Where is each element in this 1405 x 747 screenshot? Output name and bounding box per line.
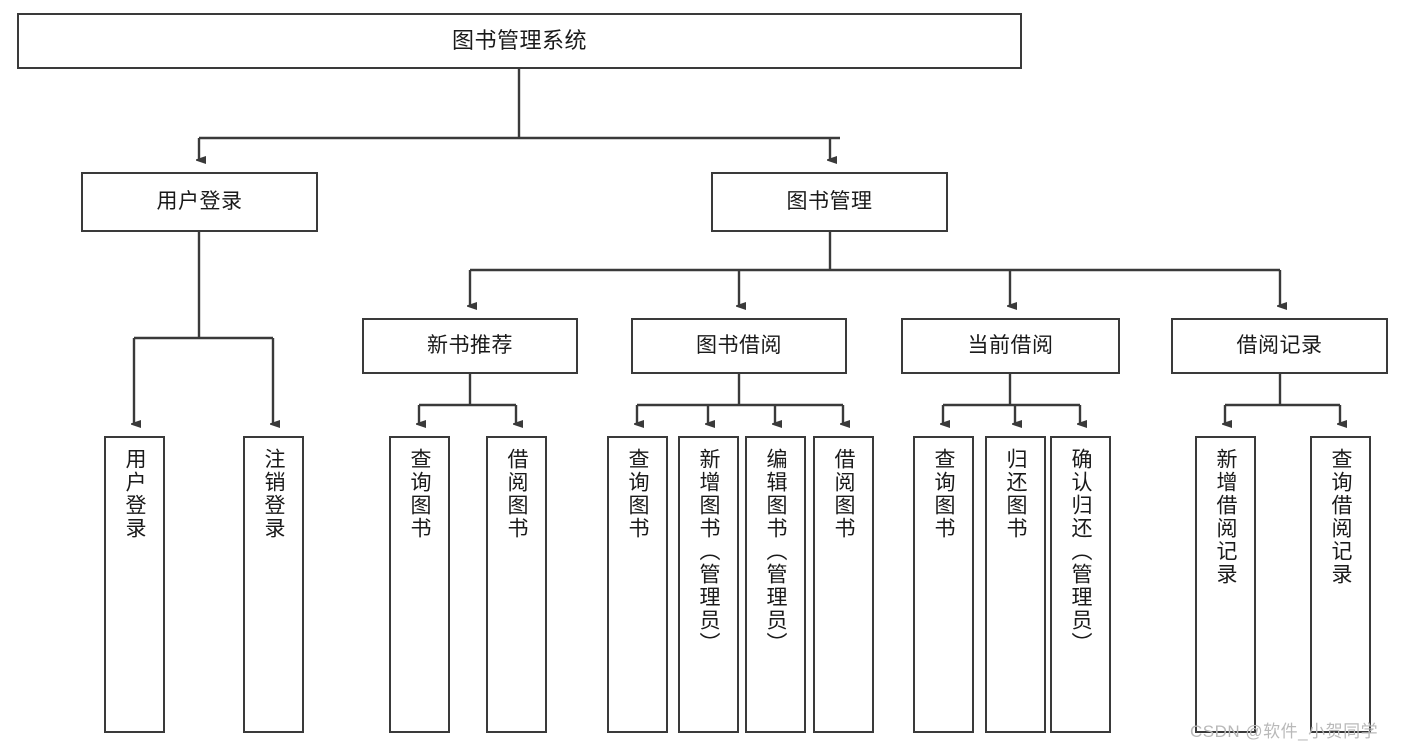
node-leaf-br-add-record-label: 新增借阅记录 [1214,448,1238,586]
node-leaf-bb-borrow-book-label: 借阅图书 [832,448,856,540]
node-leaf-rec-query-book[interactable]: 查询图书 [389,436,450,733]
node-borrow-record[interactable]: 借阅记录 [1171,318,1388,374]
node-current-borrow-label: 当前借阅 [967,333,1054,357]
node-book-borrow[interactable]: 图书借阅 [631,318,847,374]
node-leaf-bb-add-book-label: 新增图书（管理员） [697,448,721,655]
node-current-borrow[interactable]: 当前借阅 [901,318,1120,374]
csdn-watermark: CSDN @软件_小贺同学 [1190,722,1379,741]
node-leaf-cb-query-book[interactable]: 查询图书 [913,436,974,733]
node-new-book-rec[interactable]: 新书推荐 [362,318,578,374]
node-user-login[interactable]: 用户登录 [81,172,318,232]
node-leaf-cb-return-book[interactable]: 归还图书 [985,436,1046,733]
node-leaf-cb-return-book-label: 归还图书 [1004,448,1028,540]
node-leaf-rec-query-book-label: 查询图书 [408,448,432,540]
node-leaf-bb-query-book-label: 查询图书 [626,448,650,540]
node-book-borrow-label: 图书借阅 [696,333,782,357]
node-leaf-br-query-record-label: 查询借阅记录 [1329,448,1353,586]
node-leaf-bb-edit-book-label: 编辑图书（管理员） [764,448,788,655]
node-leaf-user-logout[interactable]: 注销登录 [243,436,304,733]
node-borrow-record-label: 借阅记录 [1236,333,1323,357]
node-new-book-rec-label: 新书推荐 [427,333,513,357]
node-leaf-cb-query-book-label: 查询图书 [932,448,956,540]
node-root[interactable]: 图书管理系统 [17,13,1022,69]
node-leaf-rec-borrow-book-label: 借阅图书 [505,448,529,540]
node-root-label: 图书管理系统 [451,28,587,54]
node-leaf-cb-confirm-return[interactable]: 确认归还（管理员） [1050,436,1111,733]
node-leaf-bb-query-book[interactable]: 查询图书 [607,436,668,733]
node-leaf-rec-borrow-book[interactable]: 借阅图书 [486,436,547,733]
node-leaf-bb-edit-book[interactable]: 编辑图书（管理员） [745,436,806,733]
node-book-manage-label: 图书管理 [786,189,873,213]
node-leaf-user-login-label: 用户登录 [123,448,147,540]
node-leaf-br-query-record[interactable]: 查询借阅记录 [1310,436,1371,733]
node-leaf-bb-add-book[interactable]: 新增图书（管理员） [678,436,739,733]
node-leaf-br-add-record[interactable]: 新增借阅记录 [1195,436,1256,733]
node-user-login-label: 用户登录 [156,189,243,213]
node-book-manage[interactable]: 图书管理 [711,172,948,232]
node-leaf-user-login[interactable]: 用户登录 [104,436,165,733]
node-leaf-cb-confirm-return-label: 确认归还（管理员） [1069,448,1093,655]
node-leaf-bb-borrow-book[interactable]: 借阅图书 [813,436,874,733]
node-leaf-user-logout-label: 注销登录 [262,448,286,540]
